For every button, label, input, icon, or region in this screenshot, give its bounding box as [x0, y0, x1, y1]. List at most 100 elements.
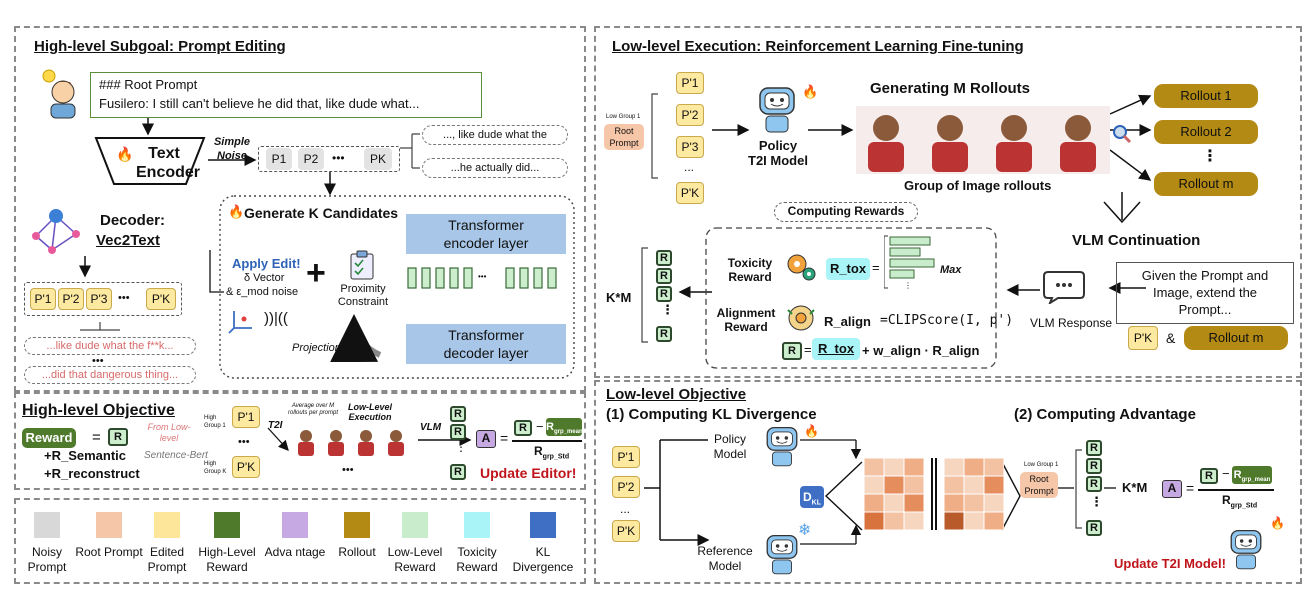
- amp: &: [1166, 330, 1176, 346]
- advantage-badge: A: [1162, 480, 1182, 498]
- text-encoder-label: Text Encoder: [136, 145, 201, 181]
- reward-badge: Reward: [22, 428, 76, 448]
- legend-label: Edited Prompt: [147, 545, 187, 574]
- policy-model-label: Policy T2I Model: [748, 138, 808, 168]
- r-box: R: [656, 286, 672, 302]
- r-box: R: [108, 428, 128, 446]
- r-box: R: [656, 268, 672, 284]
- edited-chip: P'K: [146, 288, 176, 310]
- edited-dots: •••: [92, 355, 104, 367]
- noisy-chip: P2: [298, 148, 324, 170]
- r-box: R: [450, 424, 466, 440]
- robot-icon: [754, 82, 800, 134]
- reconstruct-label: +R_reconstruct: [44, 466, 140, 481]
- clipboard-icon: [348, 250, 376, 280]
- r-box: R: [450, 406, 466, 422]
- legend-swatch: [34, 512, 60, 538]
- root-prompt-box: ### Root Prompt Fusilero: I still can't …: [90, 72, 482, 118]
- low-p-chip: P'3: [676, 136, 704, 158]
- robot-icon: [762, 422, 802, 468]
- fraction-bar: [1198, 489, 1274, 491]
- edited-text: ...like dude what the f**k...: [24, 337, 196, 355]
- vdots: ⋮: [1090, 494, 1103, 509]
- low-objective-panel: [594, 380, 1302, 584]
- rollout-chip: Rollout m: [1154, 172, 1258, 196]
- r-grp-mean: Rgrp_mean: [1232, 466, 1272, 484]
- computing-rewards-label: Computing Rewards: [774, 202, 918, 222]
- rollout-image-strip: [292, 426, 416, 458]
- user-avatar-icon: [40, 68, 80, 120]
- legend-swatch: [96, 512, 122, 538]
- r-box: R: [656, 326, 672, 342]
- generating-label: Generating M Rollouts: [870, 80, 1031, 97]
- vector-label: δ Vector: [244, 272, 285, 284]
- formula-tail: + w_align · R_align: [862, 343, 980, 358]
- decoder-name: Vec2Text: [96, 232, 160, 249]
- signal-icon: ))|((: [264, 310, 288, 327]
- r-tox-badge: R_tox: [812, 338, 860, 360]
- legend-label: Rollout: [338, 545, 376, 559]
- edited-chip: •••: [118, 292, 130, 304]
- high-subgoal-title: High-level Subgoal: Prompt Editing: [34, 38, 286, 55]
- legend-label: Adva ntage: [264, 545, 326, 559]
- edited-text: ...did that dangerous thing...: [24, 366, 196, 384]
- sentence-bert-label: Sentence-Bert: [144, 450, 208, 461]
- low-exec-panel: [594, 26, 1302, 378]
- low-exec-title: Low-level Execution: Reinforcement Learn…: [612, 38, 1024, 55]
- r-box: R: [782, 342, 802, 360]
- legend-label: Root Prompt: [75, 545, 143, 559]
- high-objective-panel: [14, 392, 586, 490]
- r-grp-mean-sub: grp_mean: [1241, 477, 1271, 484]
- noisy-text: ...he actually did...: [422, 158, 568, 178]
- eq: =: [872, 260, 880, 275]
- high-group-1: High Group 1: [204, 415, 226, 429]
- km-label: K*M: [1122, 480, 1148, 495]
- image-rollouts: [856, 106, 1110, 174]
- t2i-label: T2I: [268, 420, 283, 431]
- flame-icon: 🔥: [1270, 516, 1285, 530]
- decoder-layer-box: Transformer decoder layer: [406, 324, 566, 364]
- high-pk-chip: P'K: [232, 456, 260, 478]
- equals: =: [92, 429, 101, 446]
- projection-label: Projection: [292, 342, 341, 354]
- km-label: K*M: [606, 290, 632, 305]
- snowflake-icon: ❄: [798, 522, 812, 539]
- high-objective-title: High-level Objective: [22, 402, 175, 419]
- r-grp-mean-r: R: [546, 421, 554, 433]
- root-prompt-chip: Root Prompt: [1020, 472, 1058, 498]
- high-subgoal-panel: [14, 26, 586, 392]
- svg-text:⋮: ⋮: [904, 281, 912, 290]
- r-grp-mean: Rgrp_mean: [546, 418, 583, 436]
- rollout-dots: •••: [342, 464, 354, 476]
- noisy-text: ..., like dude what the: [422, 125, 568, 145]
- kl-title: (1) Computing KL Divergence: [606, 406, 817, 423]
- minus: −: [536, 419, 544, 434]
- gears-icon: [784, 250, 818, 284]
- vdots: ⋮: [1202, 148, 1218, 165]
- legend-label: Low-Level Reward: [387, 545, 443, 574]
- fraction-bar: [512, 440, 582, 442]
- low-p-chip: P'1: [676, 72, 704, 94]
- legend-panel: [14, 498, 586, 584]
- low-p-chip: P'2: [676, 104, 704, 126]
- flame-icon: 🔥: [228, 204, 245, 219]
- legend-swatch: [530, 512, 556, 538]
- low-pk-chip: P'K: [1128, 326, 1158, 350]
- eq: =: [804, 342, 812, 357]
- legend-swatch: [402, 512, 428, 538]
- r-box: R: [1086, 458, 1102, 474]
- semantic-label: +R_Semantic: [44, 448, 127, 463]
- flame-icon: 🔥: [802, 84, 819, 99]
- text-encoder: [94, 136, 206, 186]
- r-box: R: [450, 464, 466, 480]
- r-box: R: [514, 420, 532, 436]
- reference-model-label: Reference Model: [697, 544, 753, 573]
- obj-p-chip: P'1: [612, 446, 640, 468]
- high-dots: •••: [238, 436, 250, 448]
- r-box: R: [1086, 520, 1102, 536]
- r-grp-mean-r: R: [1233, 469, 1242, 481]
- root-prompt-chip: Root Prompt: [604, 124, 644, 150]
- r-grp-std-r: R: [534, 444, 543, 458]
- r-box: R: [1200, 468, 1218, 484]
